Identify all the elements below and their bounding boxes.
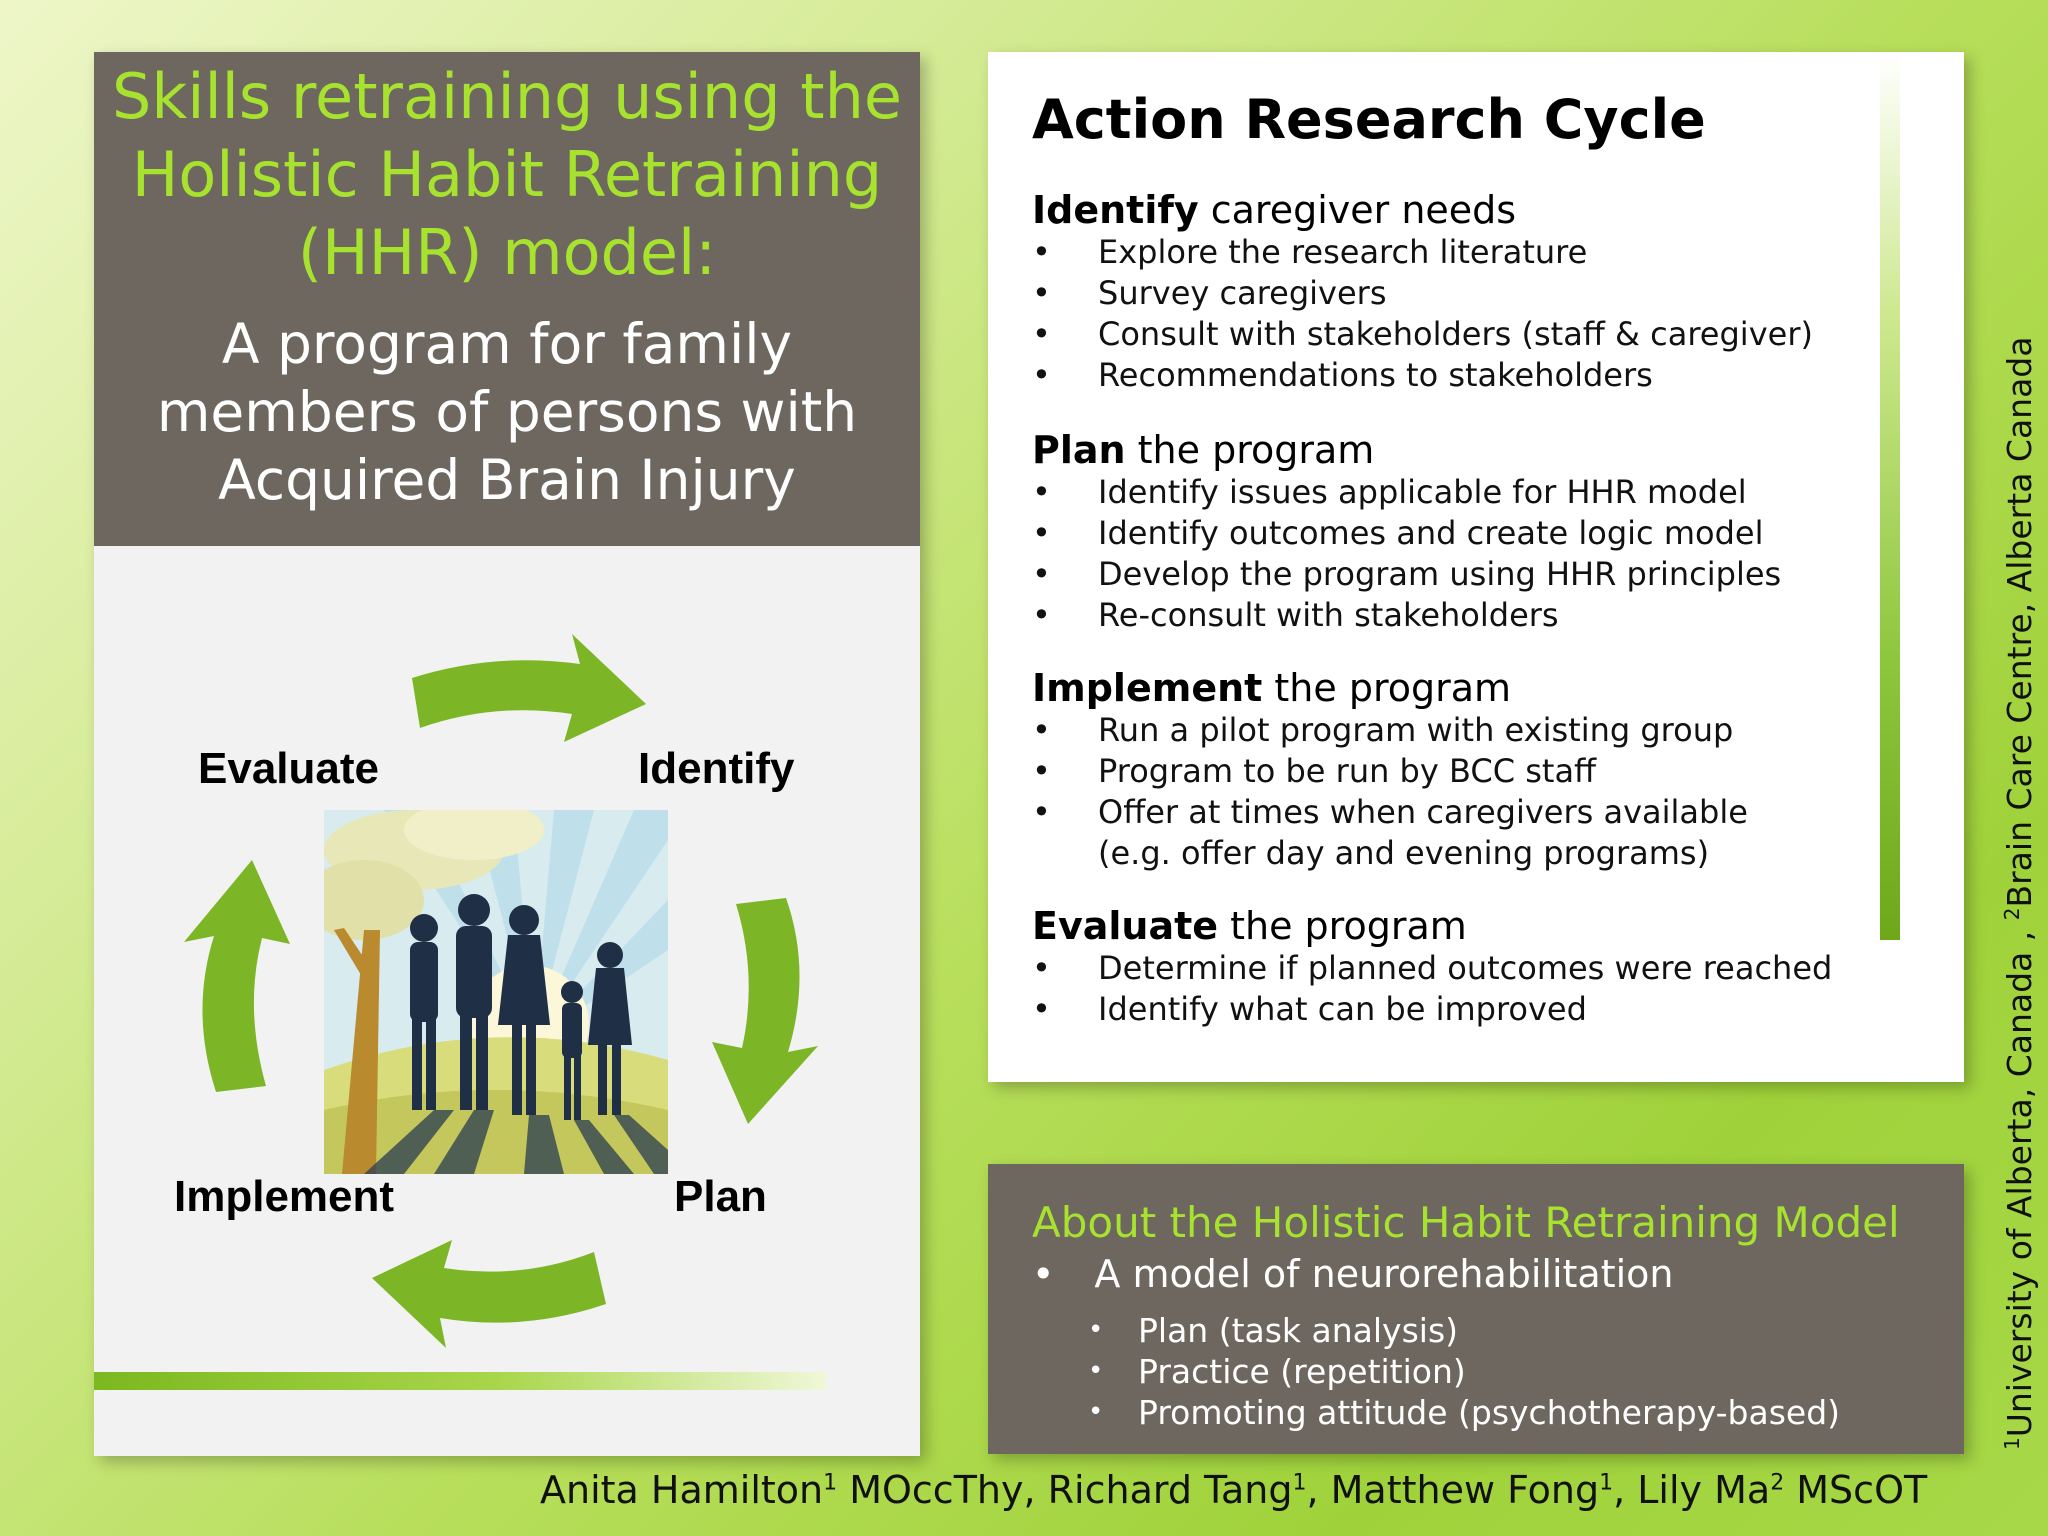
affil-sup: 1 xyxy=(823,1470,838,1496)
affil-sup: 2 xyxy=(2000,907,2024,921)
section-plan-heading: Plan the program xyxy=(1032,428,1374,472)
list-item: •Practice (repetition) xyxy=(1088,1352,1466,1391)
section-bold: Implement xyxy=(1032,666,1263,710)
section-implement-heading: Implement the program xyxy=(1032,666,1511,710)
arrow-left-icon xyxy=(184,860,290,1092)
about-hhr-panel: About the Holistic Habit Retraining Mode… xyxy=(988,1164,1964,1454)
list-item-text: Practice (repetition) xyxy=(1138,1352,1466,1391)
section-rest: the program xyxy=(1262,666,1512,710)
affil-sup: 1 xyxy=(1292,1470,1307,1496)
family-illustration xyxy=(324,810,668,1174)
list-item-text: Survey caregivers xyxy=(1098,274,1387,312)
list-item-text: Consult with stakeholders (staff & careg… xyxy=(1098,315,1813,353)
arrow-right-icon xyxy=(712,898,818,1124)
cycle-arrows xyxy=(184,634,818,1348)
list-item: •Explore the research literature xyxy=(1032,233,1588,271)
affil-sup: 2 xyxy=(1770,1470,1785,1496)
cycle-label-implement: Implement xyxy=(174,1172,395,1221)
plan-list: •Identify issues applicable for HHR mode… xyxy=(1032,472,1781,636)
list-item-text: Develop the program using HHR principles xyxy=(1098,555,1782,593)
title-line: Skills retraining using the xyxy=(111,60,903,133)
list-item-text: Offer at times when caregivers available xyxy=(1098,793,1748,831)
decorative-gradient-bar xyxy=(94,1372,826,1390)
list-item: •Identify issues applicable for HHR mode… xyxy=(1032,473,1747,511)
author-name: Anita Hamilton xyxy=(540,1468,824,1512)
list-item-text: Re-consult with stakeholders xyxy=(1098,596,1559,634)
list-item-text: Identify outcomes and create logic model xyxy=(1098,514,1764,552)
cycle-label-evaluate: Evaluate xyxy=(198,744,379,793)
list-item: •Program to be run by BCC staff xyxy=(1032,752,1597,790)
evaluate-list: •Determine if planned outcomes were reac… xyxy=(1032,948,1832,1030)
list-item-text: Recommendations to stakeholders xyxy=(1098,356,1653,394)
title-header: Skills retraining using the Holistic Hab… xyxy=(94,52,920,546)
subtitle-line: members of persons with xyxy=(156,380,858,444)
section-bold: Plan xyxy=(1032,428,1126,472)
about-main-point: • A model of neurorehabilitation xyxy=(1032,1252,1674,1296)
affil-sup: 1 xyxy=(2000,1437,2024,1450)
about-sub-list: •Plan (task analysis) •Practice (repetit… xyxy=(1088,1310,1840,1433)
affiliations: 1University of Alberta, Canada , 2Brain … xyxy=(2000,337,2039,1450)
poster-title: Skills retraining using the Holistic Hab… xyxy=(94,58,920,292)
list-item-text: Identify issues applicable for HHR model xyxy=(1098,473,1747,511)
list-item-text: Promoting attitude (psychotherapy-based) xyxy=(1138,1393,1841,1432)
subtitle-line: A program for family xyxy=(221,312,793,376)
list-item: •Identify outcomes and create logic mode… xyxy=(1032,514,1764,552)
list-item: •Run a pilot program with existing group xyxy=(1032,711,1734,749)
bullet-icon: • xyxy=(1032,1252,1055,1296)
list-item-text: Explore the research literature xyxy=(1098,233,1588,271)
list-item-text: (e.g. offer day and evening programs) xyxy=(1098,834,1710,872)
arrow-top-icon xyxy=(412,634,646,742)
arrow-bottom-icon xyxy=(372,1240,606,1348)
author-name: Matthew Fong xyxy=(1330,1468,1600,1512)
decorative-accent-bar xyxy=(1880,52,1900,940)
about-title: About the Holistic Habit Retraining Mode… xyxy=(1032,1198,1900,1247)
affil-sup: 1 xyxy=(1599,1470,1614,1496)
affil-text: University of Alberta, Canada , xyxy=(2000,920,2039,1438)
list-item: •Develop the program using HHR principle… xyxy=(1032,555,1782,593)
cycle-label-plan: Plan xyxy=(674,1172,767,1221)
author-cred: MScOT xyxy=(1784,1468,1928,1512)
separator: , xyxy=(1613,1468,1638,1512)
list-item: •Re-consult with stakeholders xyxy=(1032,596,1559,634)
separator: , xyxy=(1306,1468,1331,1512)
cycle-label-identify: Identify xyxy=(638,744,795,793)
list-item-text: Plan (task analysis) xyxy=(1138,1311,1459,1350)
section-evaluate-heading: Evaluate the program xyxy=(1032,904,1467,948)
affil-text: Brain Care Centre, Alberta Canada xyxy=(2000,336,2039,908)
author-cred: MOccThy, xyxy=(837,1468,1048,1512)
author-name: Lily Ma xyxy=(1637,1468,1771,1512)
list-item: (e.g. offer day and evening programs) xyxy=(1032,833,1748,874)
list-item: •Recommendations to stakeholders xyxy=(1032,356,1653,394)
list-item-text: Identify what can be improved xyxy=(1098,990,1587,1028)
section-rest: the program xyxy=(1218,904,1467,948)
list-item-text: Determine if planned outcomes were reach… xyxy=(1098,949,1833,987)
authors-line: Anita Hamilton1 MOccThy, Richard Tang1, … xyxy=(540,1468,1927,1512)
list-item: •Plan (task analysis) xyxy=(1088,1311,1459,1350)
section-rest: caregiver needs xyxy=(1198,188,1517,232)
list-item: •Determine if planned outcomes were reac… xyxy=(1032,949,1833,987)
list-item: •Survey caregivers xyxy=(1032,274,1387,312)
list-item: •Promoting attitude (psychotherapy-based… xyxy=(1088,1393,1841,1432)
action-research-panel: Action Research Cycle Identify caregiver… xyxy=(988,52,1964,1082)
list-item: •Identify what can be improved xyxy=(1032,990,1587,1028)
left-panel: Skills retraining using the Holistic Hab… xyxy=(94,52,920,1456)
section-bold: Identify xyxy=(1032,188,1199,232)
list-item-text: Run a pilot program with existing group xyxy=(1098,711,1734,749)
list-item: •Consult with stakeholders (staff & care… xyxy=(1032,315,1813,353)
implement-list: •Run a pilot program with existing group… xyxy=(1032,710,1748,874)
list-item: •Offer at times when caregivers availabl… xyxy=(1032,793,1748,831)
poster-subtitle: A program for family members of persons … xyxy=(94,310,920,514)
title-line: Holistic Habit Retraining xyxy=(131,138,883,211)
section-rest: the program xyxy=(1125,428,1375,472)
section-identify-heading: Identify caregiver needs xyxy=(1032,188,1516,232)
about-main-text: A model of neurorehabilitation xyxy=(1094,1252,1674,1296)
subtitle-line: Acquired Brain Injury xyxy=(218,448,796,512)
author-name: Richard Tang xyxy=(1047,1468,1293,1512)
list-item-text: Program to be run by BCC staff xyxy=(1098,752,1597,790)
identify-list: •Explore the research literature •Survey… xyxy=(1032,232,1813,396)
section-bold: Evaluate xyxy=(1032,904,1219,948)
title-line: (HHR) model: xyxy=(297,216,717,289)
action-research-title: Action Research Cycle xyxy=(1032,88,1706,151)
